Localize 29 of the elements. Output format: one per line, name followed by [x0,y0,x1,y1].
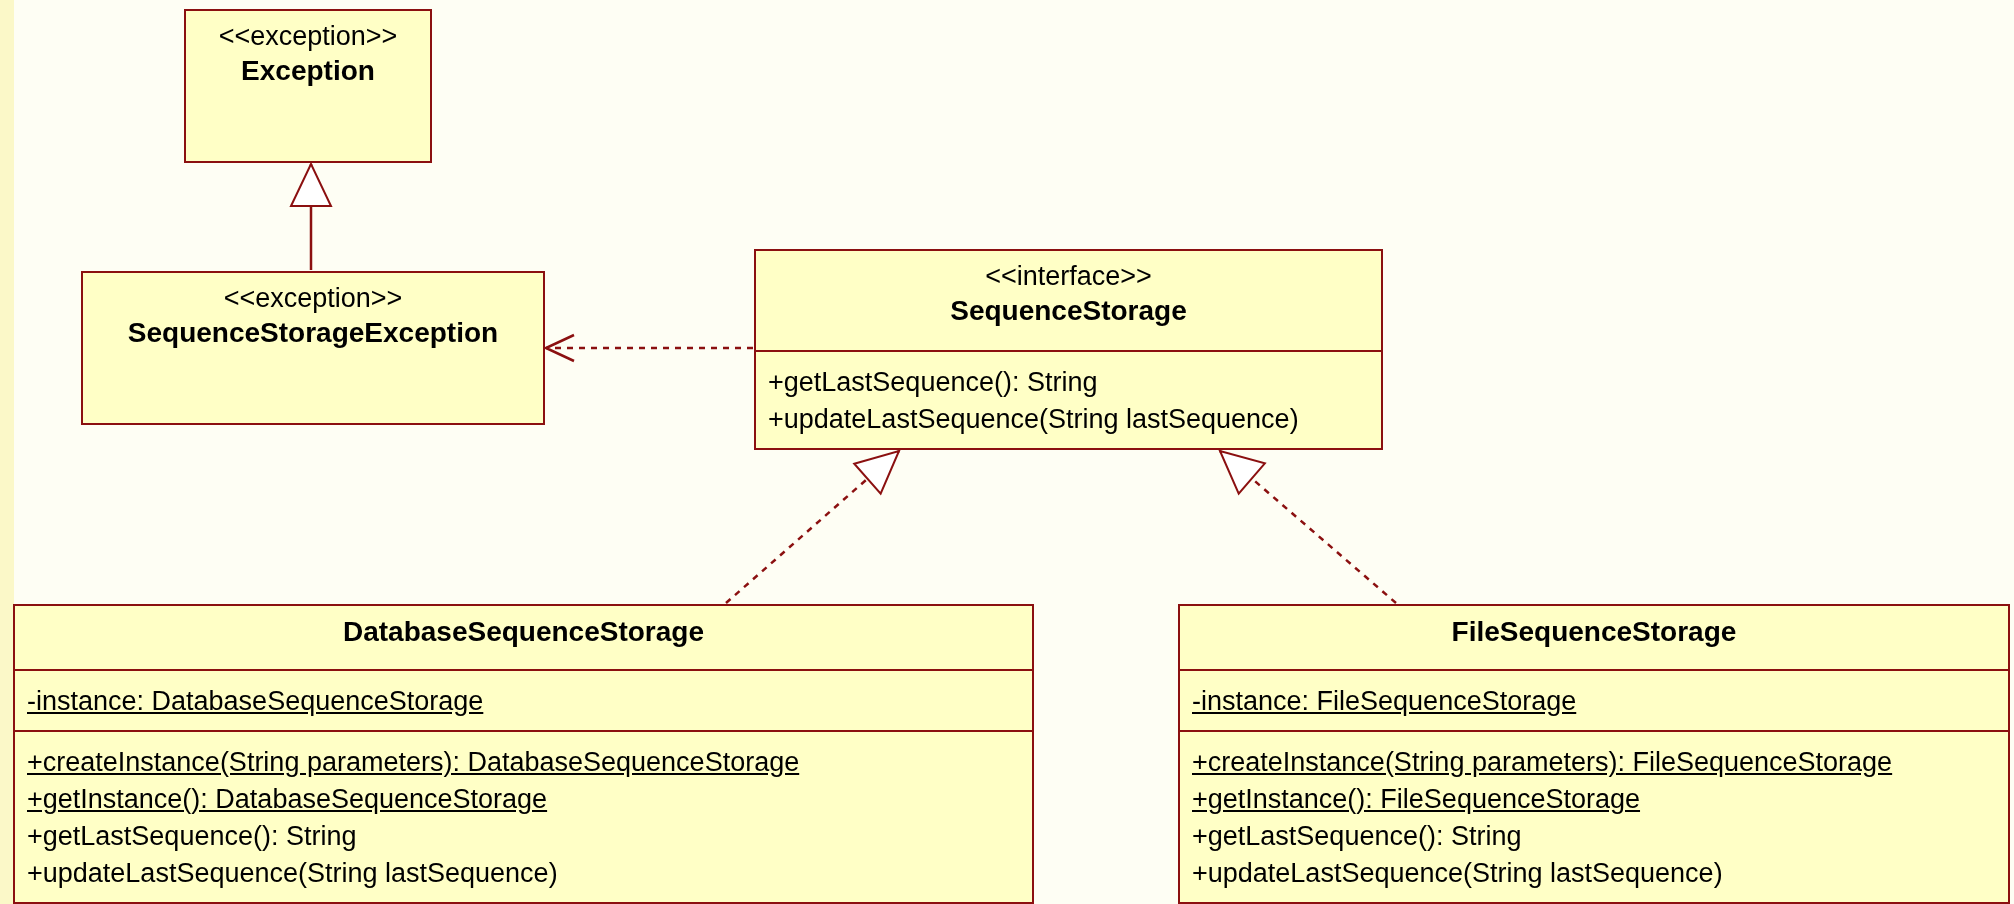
dependency-arrow [544,333,753,363]
stereotype-label: <<exception>> [217,20,399,53]
class-name: SequenceStorage [949,294,1188,328]
member-text: +updateLastSequence(String lastSequence) [1192,857,1724,890]
stereotype-label: <<exception>> [222,282,404,315]
class-name: SequenceStorageException [126,316,500,350]
member-text: +getLastSequence(): String [1192,820,1523,853]
inheritance-arrow [290,163,332,270]
member-text: +updateLastSequence(String lastSequence) [27,857,559,890]
member-text: +getLastSequence(): String [27,820,358,853]
class-box [81,271,545,425]
class-name: DatabaseSequenceStorage [341,615,705,649]
class-box [13,604,1034,904]
class-name: Exception [240,54,376,88]
static-member-text: +getInstance(): DatabaseSequenceStorage [27,783,549,816]
member-text: +updateLastSequence(String lastSequence) [768,403,1300,436]
static-member-text: +createInstance(String parameters): FileSequenceStorage [1192,746,1894,779]
class-name: FileSequenceStorage [1450,615,1738,649]
static-member-text: +getInstance(): FileSequenceStorage [1192,783,1642,816]
class-box [184,9,432,163]
stereotype-label: <<interface>> [984,260,1153,293]
inheritance-arrow [725,450,900,604]
static-member-text: -instance: DatabaseSequenceStorage [27,685,485,718]
member-text: +getLastSequence(): String [768,366,1099,399]
class-box [754,249,1383,450]
inheritance-arrow [1219,450,1397,604]
static-member-text: +createInstance(String parameters): DatabaseSequenceStorage [27,746,801,779]
static-member-text: -instance: FileSequenceStorage [1192,685,1578,718]
class-box [1178,604,2010,904]
